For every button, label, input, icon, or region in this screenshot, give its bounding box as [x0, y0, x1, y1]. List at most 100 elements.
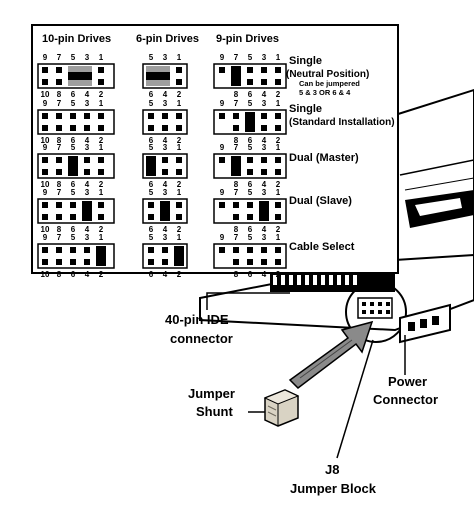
- pin: [42, 157, 48, 163]
- pin: [176, 214, 182, 220]
- ten-bottom-pin-number: 10: [41, 270, 50, 279]
- ten-bottom-pin-number: 2: [99, 270, 104, 279]
- pin: [148, 214, 154, 220]
- ten-top-pin-number: 3: [85, 53, 90, 62]
- ten-top-pin-number: 5: [71, 188, 76, 197]
- pin: [233, 259, 239, 265]
- ten-top-pin-number: 5: [71, 143, 76, 152]
- pin: [261, 157, 267, 163]
- pin: [98, 214, 104, 220]
- six-top-pin-number: 1: [177, 99, 182, 108]
- shunt: [160, 201, 170, 221]
- ten-bottom-pin-number: 2: [99, 180, 104, 189]
- nine-bottom-pin-number: 2: [276, 270, 281, 279]
- pin: [70, 202, 76, 208]
- ten-bottom-pin-number: 2: [99, 90, 104, 99]
- nine-bottom-pin-number: 8: [234, 90, 239, 99]
- nine-top-pin-number: 5: [248, 233, 253, 242]
- shunt: [174, 246, 184, 266]
- ten-top-pin-number: 9: [43, 99, 48, 108]
- ide-label-line2: connector: [170, 331, 233, 346]
- ten-top-pin-number: 3: [85, 188, 90, 197]
- pin: [219, 247, 225, 253]
- pin: [98, 113, 104, 119]
- pin: [275, 125, 281, 131]
- ten-top-pin-number: 1: [99, 233, 104, 242]
- nine-bottom-pin-number: 6: [248, 270, 253, 279]
- shunt-label-line1: Jumper: [188, 386, 235, 401]
- pin: [233, 113, 239, 119]
- pin: [148, 247, 154, 253]
- ten-bottom-pin-number: 4: [85, 270, 90, 279]
- ten-top-pin-number: 5: [71, 99, 76, 108]
- config-sublabel-2: (Standard Installation): [289, 117, 395, 128]
- pin: [219, 67, 225, 73]
- config-note-1b: 5 & 3 OR 6 & 4: [299, 88, 351, 97]
- six-top-pin-number: 5: [149, 99, 154, 108]
- pin: [275, 157, 281, 163]
- pin: [275, 214, 281, 220]
- pin: [56, 169, 62, 175]
- ten-top-pin-number: 9: [43, 53, 48, 62]
- six-bottom-pin-number: 6: [149, 225, 154, 234]
- pin: [176, 79, 182, 85]
- nine-bottom-pin-number: 6: [248, 90, 253, 99]
- pin: [261, 247, 267, 253]
- six-bottom-pin-number: 4: [163, 136, 168, 145]
- pin: [219, 157, 225, 163]
- six-bottom-pin-number: 2: [177, 90, 182, 99]
- ten-top-pin-number: 1: [99, 99, 104, 108]
- pin: [56, 79, 62, 85]
- pin: [148, 202, 154, 208]
- six-bottom-pin-number: 2: [177, 180, 182, 189]
- config-label-3: Dual (Master): [289, 152, 359, 164]
- nine-top-pin-number: 3: [262, 143, 267, 152]
- config-label-1: Single: [289, 55, 322, 67]
- nine-top-pin-number: 1: [276, 99, 281, 108]
- pin: [42, 169, 48, 175]
- ten-bottom-pin-number: 4: [85, 136, 90, 145]
- pin: [84, 113, 90, 119]
- hard-drive-illustration: [199, 88, 474, 344]
- six-bottom-pin-number: 2: [177, 270, 182, 279]
- nine-top-pin-number: 5: [248, 53, 253, 62]
- six-bottom-pin-number: 4: [163, 180, 168, 189]
- ten-bottom-pin-number: 10: [41, 225, 50, 234]
- six-top-pin-number: 3: [163, 188, 168, 197]
- nine-bottom-pin-number: 8: [234, 270, 239, 279]
- j8-label-line1: J8: [325, 462, 339, 477]
- six-bottom-pin-number: 6: [149, 136, 154, 145]
- pin: [98, 125, 104, 131]
- pin: [98, 79, 104, 85]
- pin: [275, 67, 281, 73]
- pin: [176, 125, 182, 131]
- nine-top-pin-number: 5: [248, 143, 253, 152]
- nine-bottom-pin-number: 2: [276, 136, 281, 145]
- pin: [261, 67, 267, 73]
- six-top-pin-number: 1: [177, 188, 182, 197]
- nine-bottom-pin-number: 6: [248, 180, 253, 189]
- pin: [275, 247, 281, 253]
- nine-top-pin-number: 9: [220, 143, 225, 152]
- pin: [233, 247, 239, 253]
- nine-bottom-pin-number: 8: [234, 180, 239, 189]
- six-bottom-pin-number: 6: [149, 180, 154, 189]
- nine-bottom-pin-number: 4: [262, 180, 267, 189]
- six-top-pin-number: 5: [149, 53, 154, 62]
- nine-top-pin-number: 1: [276, 233, 281, 242]
- ten-top-pin-number: 5: [71, 53, 76, 62]
- nine-top-pin-number: 5: [248, 188, 253, 197]
- config-label-4: Dual (Slave): [289, 195, 352, 207]
- nine-bottom-pin-number: 4: [262, 90, 267, 99]
- pin: [42, 79, 48, 85]
- ten-top-pin-number: 3: [85, 233, 90, 242]
- shunt: [68, 156, 78, 176]
- ten-bottom-pin-number: 8: [57, 270, 62, 279]
- six-bottom-pin-number: 6: [149, 90, 154, 99]
- pin: [162, 259, 168, 265]
- ten-top-pin-number: 1: [99, 188, 104, 197]
- ten-bottom-pin-number: 6: [71, 90, 76, 99]
- config-sublabel-1: (Neutral Position): [286, 69, 369, 80]
- nine-bottom-pin-number: 2: [276, 90, 281, 99]
